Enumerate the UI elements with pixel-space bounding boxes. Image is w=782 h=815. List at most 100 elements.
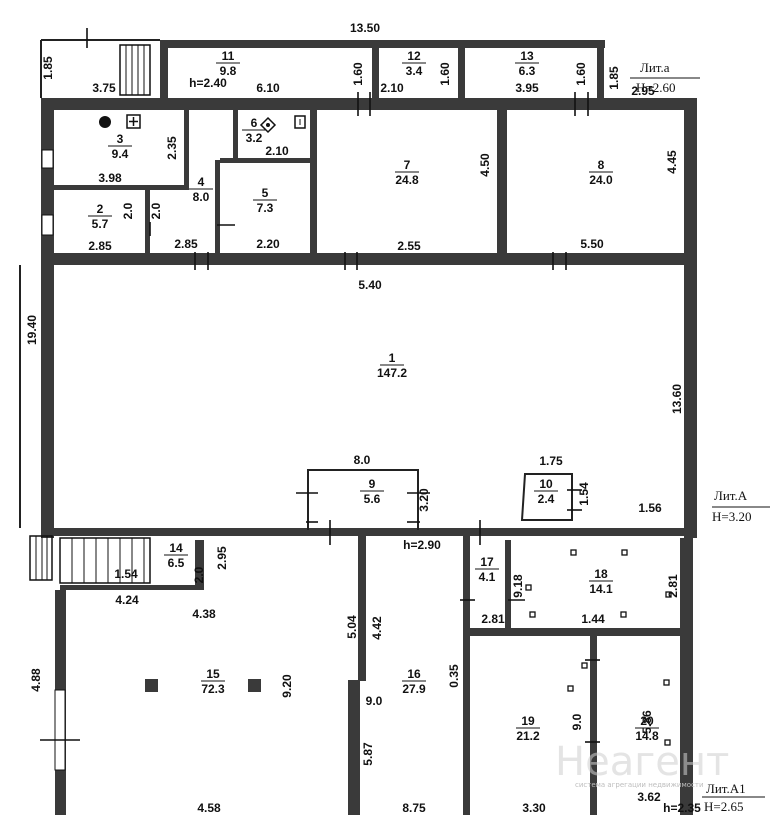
dimension-label: 5.50 (580, 237, 604, 251)
room-number-17: 17 (480, 555, 494, 569)
room-area-3: 9.4 (112, 147, 129, 161)
room-area-12: 3.4 (406, 64, 423, 78)
lit-A1-label: Лит.А1 (706, 781, 746, 796)
wall-room8-left (497, 110, 507, 255)
dimension-label: 2.85 (88, 239, 112, 253)
dimension-label: 13.60 (670, 384, 684, 414)
room-area-15: 72.3 (201, 682, 225, 696)
room-area-6: 3.2 (246, 131, 263, 145)
dimension-label: 6.10 (256, 81, 280, 95)
room-number-7: 7 (404, 158, 411, 172)
room-area-2: 5.7 (92, 217, 109, 231)
dimension-label: 1.60 (574, 62, 588, 86)
dimension-label: 0.35 (447, 664, 461, 688)
lit-A1-height: Н=2.65 (704, 799, 743, 814)
room-area-5: 7.3 (257, 201, 274, 215)
dimension-label: 2.55 (397, 239, 421, 253)
dimension-label: 1.75 (539, 454, 563, 468)
dimension-label: 19.40 (25, 315, 39, 345)
dimension-label: 4.50 (478, 153, 492, 177)
dimension-label: 2.35 (165, 136, 179, 160)
dimension-label: 1.54 (114, 567, 138, 581)
wall-room6-left (233, 110, 238, 160)
room-area-11: 9.8 (220, 64, 237, 78)
dimension-label: 4.42 (370, 616, 384, 640)
dimension-label: 3.75 (92, 81, 116, 95)
dimension-label: 1.60 (351, 62, 365, 86)
dimension-label: 2.95 (631, 84, 655, 98)
wall-left (41, 98, 54, 538)
door-marks-upper (86, 28, 589, 270)
dimension-label: 9.18 (511, 574, 525, 598)
wall-14-right (195, 540, 204, 590)
dimension-label: 2.0 (149, 202, 163, 219)
dimension-label: 2.10 (265, 144, 289, 158)
watermark-subtitle: система агрегации недвижимости (575, 781, 704, 789)
room-number-1: 1 (389, 351, 396, 365)
stairs-14 (59, 537, 151, 584)
wall-17-right (505, 540, 511, 630)
room-number-6: 6 (251, 116, 258, 130)
dimension-label: 2.81 (666, 574, 680, 598)
pillar-15b (248, 679, 261, 692)
room-area-13: 6.3 (519, 64, 536, 78)
annex-wall-2 (372, 40, 379, 100)
annex-wall-1 (160, 40, 168, 100)
room-area-7: 24.8 (395, 173, 419, 187)
room-number-15: 15 (206, 667, 220, 681)
dimension-label: 5.86 (640, 710, 654, 734)
boiler-icon (99, 116, 111, 128)
room-number-4: 4 (198, 175, 205, 189)
dimension-label: 3.98 (98, 171, 122, 185)
room-area-10: 2.4 (538, 492, 555, 506)
dimension-label: 2.20 (256, 237, 280, 251)
dimension-label: 1.54 (577, 482, 591, 506)
annex-wall-4 (597, 40, 604, 100)
room-number-19: 19 (521, 714, 535, 728)
wall-room6-bottom (220, 158, 315, 163)
dimension-label: 3.62 (637, 790, 661, 804)
dimension-label: 4.58 (197, 801, 221, 815)
room9-outline (307, 469, 419, 530)
room-area-19: 21.2 (516, 729, 540, 743)
room-area-9: 5.6 (364, 492, 381, 506)
wall-16-left (358, 536, 366, 681)
lit-A-label: Лит.А (714, 488, 748, 503)
dimension-label: h=2.40 (189, 76, 227, 90)
dimension-label: 8.75 (402, 801, 426, 815)
dimension-label: 4.88 (29, 668, 43, 692)
entrance-stairs (29, 535, 53, 581)
annex-top-wall (160, 40, 605, 48)
windows-left (41, 149, 66, 771)
valve-icon (259, 116, 277, 134)
dimension-label: 2.0 (121, 202, 135, 219)
column-markers (525, 549, 672, 746)
wall-room3-right (184, 110, 189, 190)
dimension-label: 2.85 (174, 237, 198, 251)
socket-icon (294, 115, 306, 129)
room-number-18: 18 (594, 567, 608, 581)
room-number-3: 3 (117, 132, 124, 146)
wall-18-bottom (470, 628, 684, 636)
room-number-11: 11 (222, 49, 235, 63)
dimension-label: 9.0 (366, 694, 383, 708)
dimension-label: h=2.35 (663, 801, 701, 815)
room-number-16: 16 (407, 667, 421, 681)
dimension-label: h=2.90 (403, 538, 441, 552)
dimension-label: 2.0 (192, 566, 206, 583)
dimension-label: 3.95 (515, 81, 539, 95)
room-area-8: 24.0 (589, 173, 613, 187)
dimension-label: 2.95 (215, 546, 229, 570)
dimension-label: 9.20 (280, 674, 294, 698)
wall-14-bottom (60, 585, 195, 590)
door-marks-lower (40, 599, 600, 743)
wall-mid-horizontal (41, 253, 697, 265)
dimension-label: 5.40 (358, 278, 382, 292)
wall-room4-right (215, 160, 220, 254)
room-number-13: 13 (520, 49, 534, 63)
room-area-20: 14.8 (635, 729, 659, 743)
wall-right (684, 98, 697, 538)
dimension-label: 1.56 (638, 501, 662, 515)
dimension-label: 2.10 (380, 81, 404, 95)
lit-a-label: Лит.а (640, 60, 670, 75)
